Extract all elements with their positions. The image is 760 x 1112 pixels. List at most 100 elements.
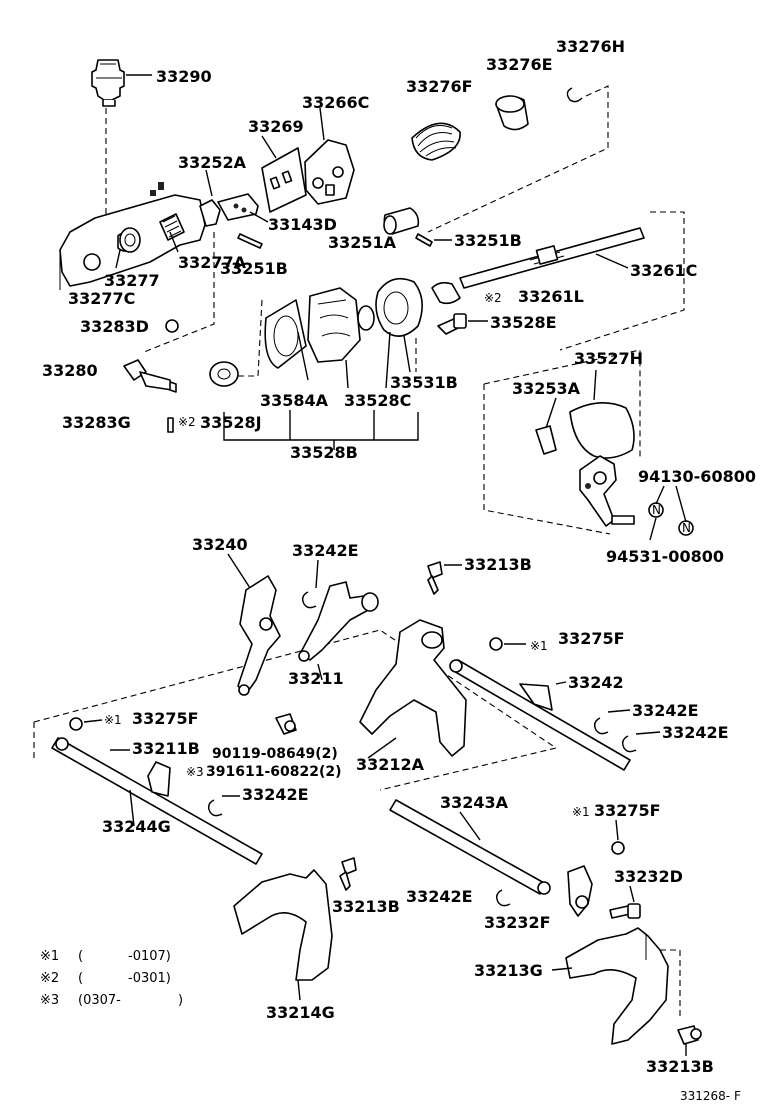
- label-33251B-upper: 33251B: [454, 231, 522, 250]
- part-33212A-fork: [359, 619, 467, 757]
- part-33276E-cup: [495, 95, 529, 131]
- label-33528C: 33528C: [344, 391, 411, 410]
- label-33280: 33280: [42, 361, 98, 380]
- label-33213G: 33213G: [474, 961, 543, 980]
- label-33251A: 33251A: [328, 233, 397, 252]
- label-33290: 33290: [156, 67, 212, 86]
- footnotes: ※1 ( -0107) ※2 ( -0301) ※3 (0307- ): [40, 949, 183, 1008]
- footnote-1-open: (: [78, 949, 83, 964]
- footnote-2-open: (: [78, 971, 83, 986]
- part-33214G-fork: [233, 869, 333, 981]
- label-33211B: 33211B: [132, 739, 200, 758]
- part-33276H-clip: [566, 87, 583, 103]
- label-33277: 33277: [104, 271, 160, 290]
- part-33232F-lug: [567, 865, 593, 917]
- part-94130-nut: N: [648, 502, 664, 518]
- label-33240: 33240: [192, 535, 248, 554]
- label-33261C: 33261C: [630, 261, 697, 280]
- part-33527H-knob: [569, 402, 635, 459]
- part-33528C-ring: [357, 305, 375, 331]
- label-33276E: 33276E: [486, 55, 553, 74]
- footnote-3-range: ): [178, 993, 183, 1008]
- label-33253A: 33253A: [512, 379, 581, 398]
- part-33251B-pin: [415, 233, 433, 247]
- label-33283D: 33283D: [80, 317, 149, 336]
- part-33211-lever: [298, 581, 379, 662]
- label-33214G: 33214G: [266, 1003, 335, 1022]
- label-33242E-b: 33242E: [632, 701, 699, 720]
- diagram-code: 331268- F: [680, 1089, 741, 1103]
- part-33213B-bolt-b: [339, 857, 357, 891]
- nut-letter: N: [682, 521, 691, 535]
- mark-note-2-33528J: ※2: [178, 415, 196, 429]
- part-33244G-shaft: [51, 737, 263, 865]
- label-33251B-lower: 33251B: [220, 259, 288, 278]
- nut-letter: N: [652, 503, 661, 517]
- label-33528J: 33528J: [200, 413, 262, 432]
- part-33283G-pin: [167, 417, 174, 433]
- part-shift-lever: [579, 455, 635, 527]
- label-33275F-b: 33275F: [132, 709, 199, 728]
- part-33143D-bracket: [217, 193, 259, 221]
- part-33242E-clip-b: [593, 717, 609, 735]
- part-labels: 33290 33276H 33276E 33276F 33266C 33269 …: [42, 37, 756, 1076]
- label-33252A: 33252A: [178, 153, 247, 172]
- part-gasket: [264, 299, 307, 369]
- part-33277-plug: [119, 227, 141, 253]
- label-33277A: 33277A: [178, 253, 247, 272]
- label-33261L: 33261L: [518, 287, 584, 306]
- part-33243A-shaft: [389, 799, 551, 895]
- part-33277A-spring: [159, 213, 185, 241]
- footnote-1-range: -0107): [128, 949, 171, 964]
- part-33528E-bolt: [437, 313, 467, 335]
- part-33213G-fork: [565, 927, 669, 1045]
- footnote-3-open: (0307-: [78, 993, 121, 1008]
- mark-note-1-33275F-c: ※1: [572, 805, 590, 819]
- part-33242E-clip-a: [301, 591, 317, 609]
- part-33242E-clip-d: [207, 799, 223, 817]
- part-33251A-sleeve: [383, 207, 420, 235]
- part-33261C-shaft: [459, 227, 645, 289]
- part-33275F-plug-b: [69, 717, 83, 731]
- footnote-2-range: -0301): [128, 971, 171, 986]
- part-33213B-bolt-a: [427, 561, 443, 595]
- part-33269-plate: [261, 147, 307, 213]
- label-94130-60800: 94130-60800: [638, 467, 756, 486]
- label-33213B-a: 33213B: [464, 555, 532, 574]
- mark-note-2-33261L: ※2: [484, 291, 502, 305]
- label-33275F-a: 33275F: [558, 629, 625, 648]
- part-33528J-nut: [209, 361, 239, 387]
- mark-note-3: ※3: [186, 765, 204, 779]
- part-33232D-bolt: [609, 903, 641, 919]
- label-33213B-c: 33213B: [646, 1057, 714, 1076]
- label-33213B-b: 33213B: [332, 897, 400, 916]
- label-33527H: 33527H: [574, 349, 643, 368]
- label-90119-08649: 90119-08649(2): [212, 746, 338, 762]
- label-94531-00800: 94531-00800: [606, 547, 724, 566]
- footnote-2-mark: ※2: [40, 971, 59, 986]
- part-33290-switch: [91, 59, 125, 107]
- label-33212A: 33212A: [356, 755, 425, 774]
- label-33242E-e: 33242E: [406, 887, 473, 906]
- part-33261L-bushing: [431, 281, 461, 305]
- label-33531B: 33531B: [390, 373, 458, 392]
- part-33242-shaft: [449, 659, 631, 771]
- part-90119-bolt: [275, 713, 297, 735]
- label-33266C: 33266C: [302, 93, 369, 112]
- mark-note-1-33275F-a: ※1: [530, 639, 548, 653]
- part-33242E-clip-e: [495, 889, 511, 907]
- label-33276F: 33276F: [406, 77, 473, 96]
- label-33243A: 33243A: [440, 793, 509, 812]
- label-33269: 33269: [248, 117, 304, 136]
- label-33232F: 33232F: [484, 913, 551, 932]
- label-391611-60822: 391611-60822(2): [206, 764, 342, 780]
- part-33280-sensor: [123, 359, 177, 393]
- part-33531B-cover: [375, 277, 423, 337]
- label-33143D: 33143D: [268, 215, 337, 234]
- part-33213B-bolt-c: [677, 1025, 702, 1045]
- footnote-1-mark: ※1: [40, 949, 59, 964]
- part-94531-nut: N: [678, 520, 694, 536]
- label-33277C: 33277C: [68, 289, 135, 308]
